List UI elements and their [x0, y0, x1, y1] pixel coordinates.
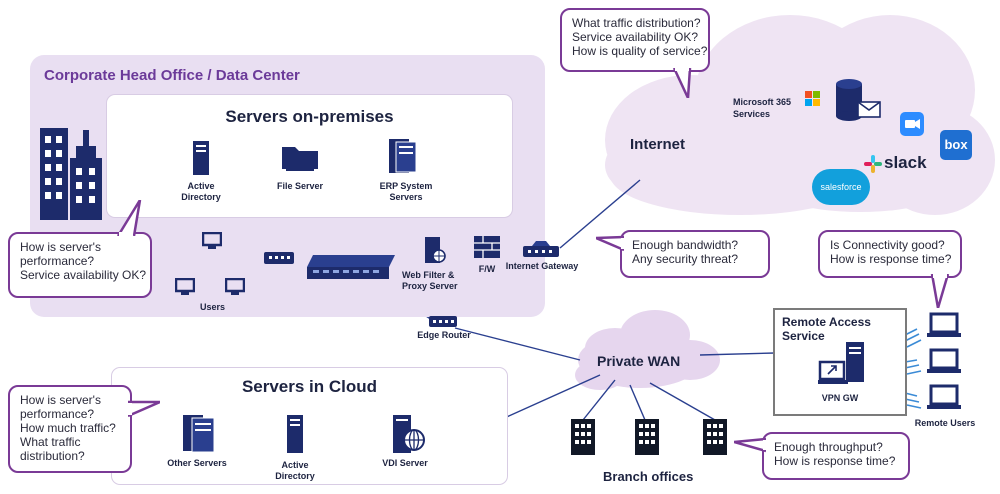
onprem-server-label: File Server [276, 181, 324, 191]
laptop-icon [927, 312, 961, 337]
internet-question-bubble: What traffic distribution? Service avail… [560, 8, 710, 72]
zoom-icon [900, 112, 924, 136]
user-pc-icon [202, 232, 222, 249]
bubble-line: How is server's [20, 393, 101, 407]
onprem-server-label: Active Directory [181, 181, 221, 202]
hq-title: Corporate Head Office / Data Center [44, 67, 300, 84]
vpn-gateway-icon [818, 342, 864, 384]
box-logo-icon: box [940, 130, 972, 160]
web-filter-label: Web Filter & Proxy Server [402, 270, 458, 291]
internet-label: Internet [630, 136, 686, 153]
branch-building-icon [635, 419, 659, 455]
cloud-server-label: VDI Server [382, 458, 428, 468]
bubble-line: performance? [20, 254, 95, 268]
branch-question-bubble: Enough throughput? How is response time? [762, 432, 910, 480]
slack-label: slack [884, 153, 927, 172]
server-tower-icon [193, 141, 209, 175]
user-pc-icon [175, 278, 195, 295]
remote-question-bubble: Is Connectivity good? How is response ti… [818, 230, 962, 278]
wan-label: Private WAN [597, 353, 681, 369]
wireless-links [904, 328, 922, 409]
proxy-server-icon [425, 237, 446, 263]
database-icon [836, 79, 881, 121]
cloud-server-label: Other Servers [167, 458, 227, 468]
laptop-icon [927, 384, 961, 409]
firewall-label: F/W [478, 264, 496, 274]
bubble-line: What traffic distribution? [572, 16, 701, 30]
firewall-icon [474, 236, 500, 258]
bubble-line: Is Connectivity good? [830, 238, 945, 252]
bubble-tail [596, 235, 624, 252]
wan-cloud [575, 310, 720, 390]
edge-router-label: Edge Router [417, 330, 471, 340]
bubble-line: Enough bandwidth? [632, 238, 739, 252]
server-rack-icon [389, 139, 417, 173]
server-tower-icon [287, 415, 303, 453]
user-pc-icon [225, 278, 245, 295]
bubble-tail [116, 200, 142, 236]
bubble-line: distribution? [20, 449, 85, 463]
cloud-server-label: Active Directory [275, 460, 315, 481]
bubble-line: How much traffic? [20, 421, 116, 435]
bubble-line: How is server's [20, 240, 101, 254]
onprem-question-bubble: How is server's performance? Service ava… [8, 232, 152, 298]
slack-logo-icon [864, 155, 882, 173]
bubble-tail [734, 437, 766, 453]
internet-gateway-label: Internet Gateway [505, 261, 579, 271]
laptop-icon [927, 348, 961, 373]
core-switch-icon [307, 255, 395, 279]
vpn-gw-label: VPN GW [821, 393, 859, 403]
branch-building-icon [571, 419, 595, 455]
bubble-tail [930, 274, 950, 308]
remote-users-label: Remote Users [914, 418, 976, 428]
bubble-line: How is response time? [830, 252, 952, 266]
bubble-line: Any security threat? [632, 252, 739, 266]
bubble-tail [128, 400, 160, 418]
salesforce-logo-icon: salesforce [812, 169, 870, 205]
gateway-question-bubble: Enough bandwidth? Any security threat? [620, 230, 770, 278]
server-rack-icon [183, 415, 215, 453]
bubble-line: performance? [20, 407, 95, 421]
bubble-line: How is response time? [774, 454, 896, 468]
onprem-server-label: ERP System Servers [379, 181, 433, 202]
bubble-line: Service availability OK? [572, 30, 699, 44]
cloud-servers-panel: Servers in Cloud [112, 368, 507, 484]
ms365-label: Microsoft 365 Services [733, 97, 792, 119]
onprem-title: Servers on-premises [225, 107, 394, 126]
branch-offices-label: Branch offices [603, 469, 694, 484]
vdi-server-icon [393, 415, 425, 453]
bubble-tail [672, 68, 692, 98]
branch-building-icon [703, 419, 727, 455]
gateway-icon [523, 241, 559, 257]
cloud-servers-title: Servers in Cloud [241, 377, 378, 396]
bubble-line: How is quality of service? [572, 44, 708, 58]
bubble-line: What traffic [20, 435, 81, 449]
bubble-line: Enough throughput? [774, 440, 883, 454]
microsoft-logo-icon [805, 91, 820, 106]
cloud-question-bubble: How is server's performance? How much tr… [8, 385, 132, 473]
folder-icon [282, 147, 318, 171]
remote-access-title: Remote Access Service [782, 315, 871, 343]
hub-icon [264, 252, 294, 264]
bubble-line: Service availability OK? [20, 268, 147, 282]
office-building-icon [40, 128, 102, 220]
users-label: Users [199, 302, 226, 312]
edge-router-icon [429, 316, 457, 327]
